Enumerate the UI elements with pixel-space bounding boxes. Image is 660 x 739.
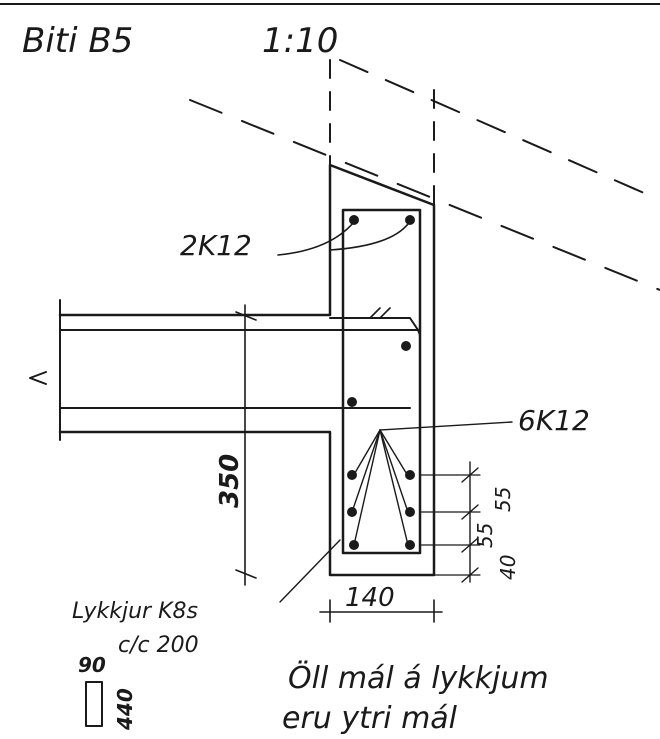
stirrup-rectangle: [341, 208, 422, 555]
note-line-1: Öll mál á lykkjum: [288, 660, 549, 696]
height-dimension-label: 350: [215, 454, 245, 508]
top-bars-label: 2K12: [180, 229, 252, 262]
spacing-55-upper: 55: [491, 487, 515, 512]
side-bars-label: 6K12: [518, 404, 590, 437]
top-bars-leader: [277, 221, 409, 256]
dashed-guides: [189, 59, 660, 291]
spacing-dimensions: [419, 461, 481, 583]
stirrup-leader: [279, 539, 341, 603]
spacing-40: 40: [496, 555, 520, 580]
stirrup-width-label: 90: [78, 653, 106, 677]
width-dimension-label: 140: [345, 583, 395, 613]
width-dimension: [319, 599, 443, 623]
spacing-55-lower: 55: [473, 523, 497, 548]
rebars: [347, 215, 415, 550]
stirrup-symbol: [85, 681, 103, 727]
height-dimension: [235, 304, 257, 586]
drawing-title: Biti B5: [22, 21, 133, 61]
stirrup-height-label: 440: [113, 688, 137, 731]
slab: [29, 299, 421, 441]
note-line-2: eru ytri mál: [282, 701, 458, 736]
stirrup-label: Lykkjur K8s: [72, 599, 198, 624]
drawing-scale: 1:10: [262, 21, 338, 61]
stirrup-spacing-label: c/c 200: [118, 633, 199, 658]
side-bars-leaders: [351, 421, 513, 546]
beam-outline: [58, 163, 436, 577]
